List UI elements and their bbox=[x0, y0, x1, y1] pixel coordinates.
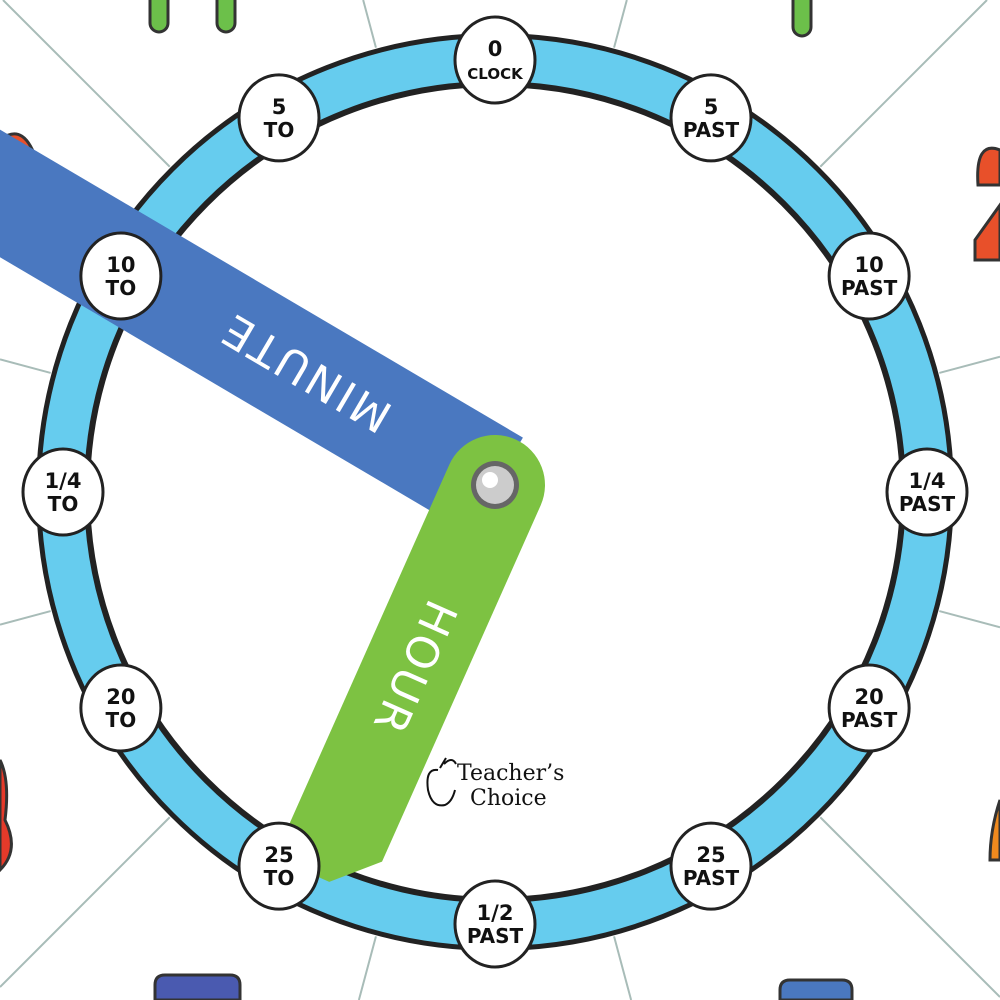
marker-circle bbox=[827, 231, 911, 321]
hour-hand-body[interactable] bbox=[274, 419, 561, 898]
marker-word: TO bbox=[264, 118, 295, 142]
marker-number: 1/4 bbox=[909, 469, 946, 493]
marker-number: 20 bbox=[106, 685, 135, 709]
divider-line bbox=[0, 816, 171, 988]
apple-icon bbox=[426, 757, 457, 807]
marker-number: 25 bbox=[696, 843, 725, 867]
numeral-2-fragment bbox=[973, 146, 1000, 262]
marker-word: PAST bbox=[841, 708, 898, 732]
marker-word: TO bbox=[106, 276, 137, 300]
marker-number: 0 bbox=[488, 37, 503, 61]
marker-number: 5 bbox=[704, 95, 719, 119]
marker-word: CLOCK bbox=[467, 65, 524, 83]
numeral-7-fragment bbox=[153, 973, 242, 1000]
divider-line bbox=[2, 0, 171, 168]
numeral-11-stroke-b bbox=[215, 0, 237, 34]
marker-circle bbox=[827, 663, 911, 753]
marker-circle bbox=[237, 73, 321, 163]
numeral-4-fragment bbox=[988, 799, 1000, 862]
divider-line bbox=[939, 610, 1000, 629]
divider-line bbox=[819, 0, 988, 168]
marker-word: PAST bbox=[841, 276, 898, 300]
divider-line bbox=[819, 816, 1000, 998]
marker-number: 5 bbox=[272, 95, 287, 119]
marker-circle bbox=[453, 879, 537, 969]
marker-number: 10 bbox=[106, 253, 135, 277]
marker-circle bbox=[453, 15, 537, 105]
marker-number: 10 bbox=[855, 253, 884, 277]
numeral-11-stroke-a bbox=[148, 0, 170, 34]
marker-word: TO bbox=[264, 866, 295, 890]
marker-circle bbox=[79, 231, 163, 321]
marker-word: TO bbox=[106, 708, 137, 732]
marker-word: PAST bbox=[683, 866, 740, 890]
minute-markers: 0CLOCK5PAST10PAST1/4PAST20PAST25PAST1/2P… bbox=[21, 15, 969, 969]
divider-line bbox=[0, 610, 51, 626]
numeral-8-fragment bbox=[0, 759, 13, 873]
divider-line bbox=[0, 358, 51, 374]
divider-line bbox=[939, 355, 1000, 374]
minute-marker: 1/4TO bbox=[21, 447, 105, 537]
marker-circle bbox=[21, 447, 105, 537]
divider-line bbox=[613, 0, 628, 48]
marker-word: PAST bbox=[899, 492, 956, 516]
numeral-5-fragment bbox=[778, 978, 854, 1000]
minute-marker: 5TO bbox=[237, 73, 321, 163]
minute-hand-body[interactable] bbox=[0, 82, 523, 533]
marker-number: 25 bbox=[264, 843, 293, 867]
center-rivet bbox=[471, 461, 519, 509]
marker-circle bbox=[237, 821, 321, 911]
teachers-choice-logo: Teacher’s Choice bbox=[426, 757, 564, 811]
marker-word: PAST bbox=[683, 118, 740, 142]
marker-circle bbox=[885, 447, 969, 537]
marker-number: 1/2 bbox=[477, 901, 514, 925]
marker-word: PAST bbox=[467, 924, 524, 948]
divider-line bbox=[357, 936, 377, 1000]
marker-circle bbox=[79, 663, 163, 753]
logo-line1: Teacher’s bbox=[457, 761, 564, 786]
marker-circle bbox=[669, 821, 753, 911]
marker-number: 20 bbox=[855, 685, 884, 709]
marker-word: TO bbox=[48, 492, 79, 516]
marker-circle bbox=[669, 73, 753, 163]
marker-number: 1/4 bbox=[45, 469, 82, 493]
divider-line bbox=[362, 0, 377, 48]
logo-line2: Choice bbox=[470, 786, 547, 811]
divider-line bbox=[613, 936, 633, 1000]
numeral-1-stroke bbox=[791, 0, 813, 38]
